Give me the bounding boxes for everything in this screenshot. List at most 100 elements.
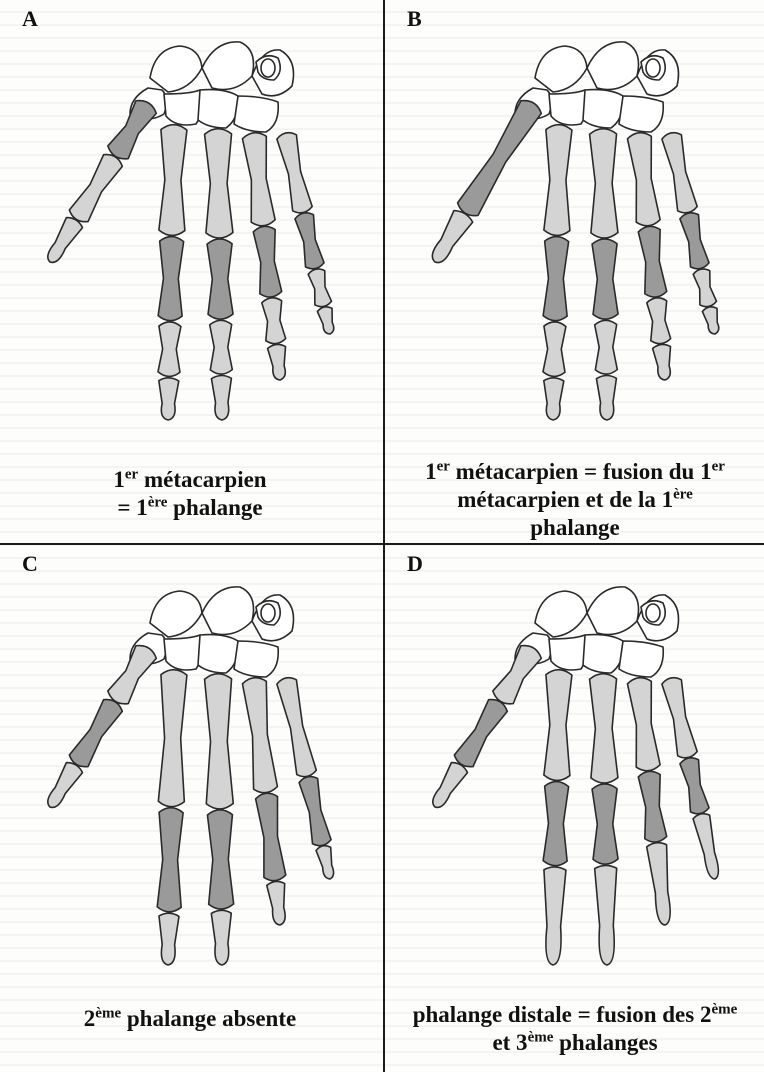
panel-d: D phalange distale = fusion des 2èmeet 3… (385, 545, 764, 1072)
ring-segment-3 (646, 842, 675, 926)
carpal-bone (234, 641, 278, 677)
middle-segment-4 (211, 375, 232, 420)
middle-segment-2-shape (592, 239, 618, 320)
little-segment-2-shape (679, 211, 710, 271)
panel-c: C 2ème phalange absente (0, 545, 380, 1072)
hand-skeleton-diagram (415, 28, 735, 438)
carpal-bone-detail (646, 59, 660, 77)
little-segment-3 (692, 812, 723, 881)
ring-segment-4-shape (652, 344, 674, 381)
thumb-segment-1-shape (455, 97, 544, 220)
carpal-bone (549, 90, 587, 125)
thumb-segment-3-shape (427, 760, 469, 812)
caption-superscript: er (437, 458, 450, 474)
thumb-segment-3 (42, 760, 84, 812)
ring-segment-4 (267, 344, 289, 381)
little-segment-3 (307, 267, 332, 308)
caption-text: = 1 (117, 495, 147, 520)
little-segment-3-shape (315, 844, 337, 880)
carpal-bone (619, 96, 663, 132)
little-segment-4-shape (702, 305, 723, 335)
thumb-segment-2 (426, 208, 475, 268)
middle-segment-1-shape (589, 128, 618, 238)
carpal-bone (150, 591, 202, 637)
index-segment-2-shape (543, 781, 569, 866)
thumb-segment-2 (452, 696, 510, 770)
index-segment-3 (158, 913, 179, 965)
index-segment-1 (544, 669, 572, 780)
little-segment-3-shape (307, 267, 332, 308)
index-segment-2 (543, 236, 569, 321)
hand-skeleton-diagram (30, 28, 350, 438)
index-segment-3 (542, 867, 566, 965)
caption-line: 1er métacarpien (0, 466, 380, 494)
little-segment-4 (317, 305, 338, 335)
caption-superscript: ème (95, 1005, 121, 1021)
carpal-bone (587, 42, 639, 90)
caption-superscript: ème (528, 1029, 554, 1045)
caption-text: et 3 (492, 1030, 527, 1055)
caption-text: 1 (425, 459, 437, 484)
index-segment-3 (543, 322, 566, 377)
index-segment-1 (544, 124, 572, 235)
index-segment-4-shape (543, 378, 564, 421)
little-segment-4 (702, 305, 723, 335)
carpal-bone (202, 587, 254, 635)
caption-line: 1er métacarpien = fusion du 1er (385, 458, 764, 486)
caption-text: phalange (167, 495, 262, 520)
ring-segment-2-shape (638, 225, 667, 298)
index-segment-1-shape (158, 669, 187, 807)
carpal-bone (234, 96, 278, 132)
ring-segment-3-shape (646, 842, 675, 926)
ring-segment-2-shape (255, 792, 286, 882)
ring-segment-4-shape (267, 344, 289, 381)
thumb-segment-2-shape (67, 696, 125, 770)
index-segment-2-shape (157, 807, 183, 912)
little-segment-1 (276, 131, 313, 215)
caption-superscript: ère (148, 494, 168, 510)
caption-line: et 3ème phalanges (385, 1029, 764, 1057)
carpal-bone (198, 90, 238, 128)
ring-segment-1-shape (242, 132, 276, 227)
ring-segment-2 (255, 792, 286, 882)
middle-segment-3-shape (595, 320, 618, 374)
ring-segment-1-shape (242, 677, 278, 794)
middle-segment-4-shape (596, 375, 617, 420)
thumb-segment-2-shape (67, 151, 125, 225)
ring-segment-3 (266, 881, 288, 926)
carpal-bone (587, 587, 639, 635)
ring-segment-2-shape (253, 225, 282, 298)
little-segment-1-shape (661, 676, 698, 760)
little-segment-1-shape (276, 676, 317, 779)
ring-segment-1 (242, 677, 278, 794)
middle-segment-4-shape (211, 375, 232, 420)
carpal-bone-detail (261, 604, 275, 622)
carpal-bone (535, 591, 587, 637)
caption-line: métacarpien et de la 1ère (385, 486, 764, 514)
index-segment-1-shape (544, 124, 572, 235)
middle-segment-2-shape (207, 810, 233, 910)
little-segment-2 (298, 775, 332, 848)
middle-segment-2 (207, 239, 233, 320)
thumb-segment-2-shape (426, 208, 475, 268)
middle-segment-1-shape (204, 673, 233, 809)
middle-segment-2-shape (592, 784, 618, 865)
ring-segment-1 (627, 677, 661, 772)
index-segment-1-shape (159, 124, 187, 235)
ring-segment-1 (242, 132, 276, 227)
middle-segment-2 (592, 784, 618, 865)
thumb-segment-3 (42, 215, 84, 267)
middle-segment-2-shape (207, 239, 233, 320)
index-segment-3-shape (158, 322, 181, 377)
index-segment-1 (158, 669, 187, 807)
thumb-segment-2 (67, 151, 125, 225)
carpal-bone (535, 46, 587, 92)
hand-skeleton-diagram (30, 573, 350, 983)
ring-segment-3-shape (261, 297, 286, 345)
index-segment-1-shape (544, 669, 572, 780)
caption-text: 2 (84, 1006, 96, 1031)
